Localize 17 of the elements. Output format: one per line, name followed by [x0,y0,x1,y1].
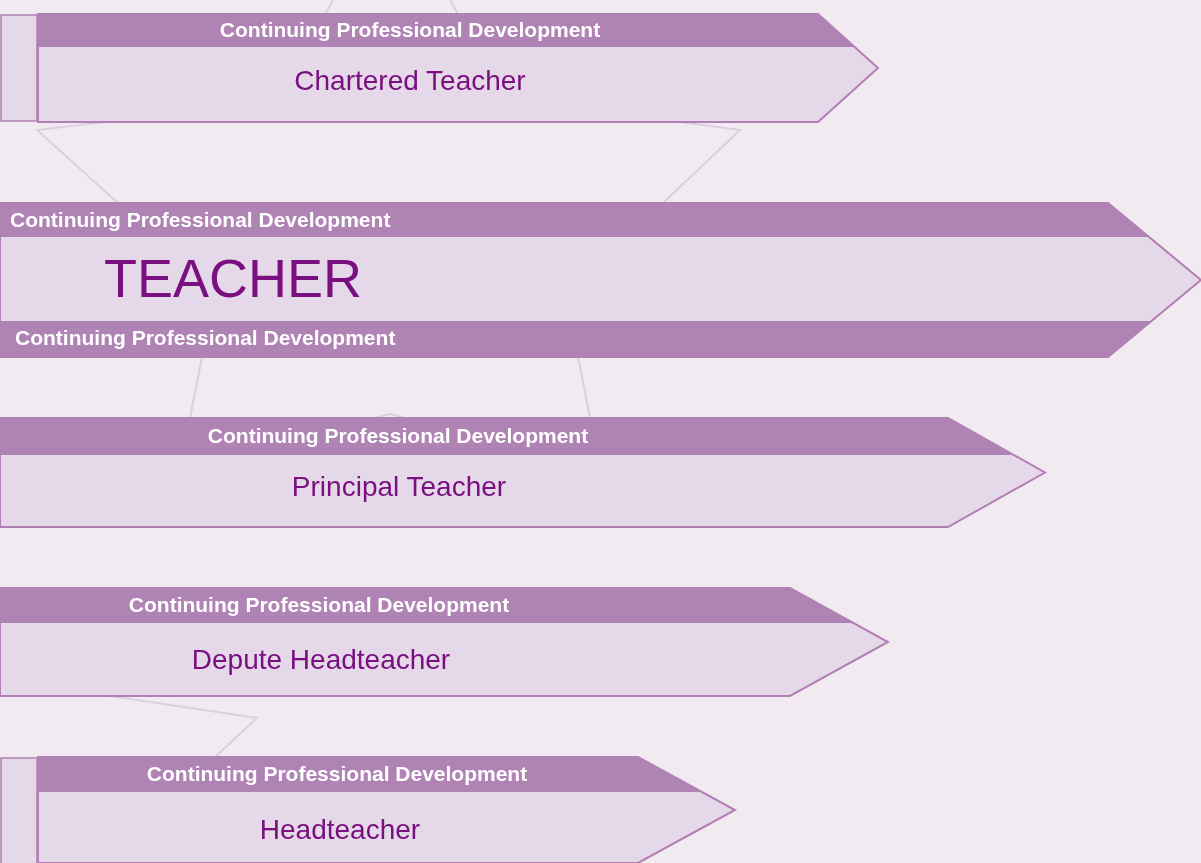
band-label: Continuing Professional Development [128,592,510,619]
arrow-banner [0,418,1045,527]
role-title: TEACHER [104,247,363,310]
band-label: Continuing Professional Development [15,325,396,352]
side-box [0,757,38,863]
role-title: Depute Headteacher [191,643,451,677]
role-title: Principal Teacher [291,470,507,504]
role-title: Chartered Teacher [294,64,526,98]
arrow-banner [0,588,888,696]
band-label: Continuing Professional Development [146,761,528,788]
side-box [0,14,38,122]
arrow-banner [38,14,878,122]
role-title: Headteacher [259,813,421,847]
arrow-banner [0,203,1201,357]
band-label: Continuing Professional Development [207,423,589,450]
band-label: Continuing Professional Development [219,17,601,44]
band-label: Continuing Professional Development [10,207,391,234]
